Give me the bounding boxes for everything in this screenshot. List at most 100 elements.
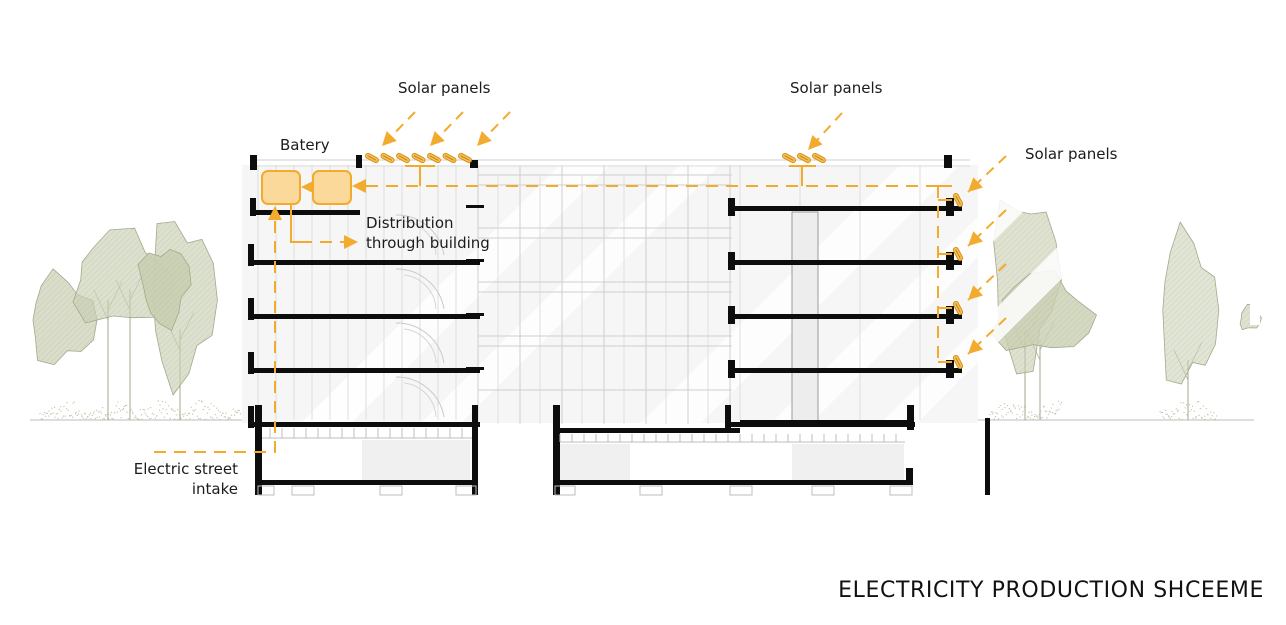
shrub-dot xyxy=(90,418,91,419)
basement-room xyxy=(560,444,630,480)
shrub-dot xyxy=(1010,410,1011,411)
shrub-dot xyxy=(153,419,154,420)
shrub-dot xyxy=(60,410,61,411)
shrub-dot xyxy=(159,404,160,405)
shrub-dot xyxy=(72,417,73,418)
shrub-dot xyxy=(176,414,177,415)
shrub-dot xyxy=(1204,415,1205,416)
shrub-dot xyxy=(204,406,205,407)
shrub-dot xyxy=(1164,418,1165,419)
shrub-dot xyxy=(177,409,178,410)
shrub-dot xyxy=(122,409,123,410)
shrub-dot xyxy=(200,418,201,419)
shrub-dot xyxy=(230,417,231,418)
shrub-dot xyxy=(144,409,145,410)
shrub-dot xyxy=(101,412,102,413)
shrub-dot xyxy=(224,416,225,417)
shrub-dot xyxy=(231,419,232,420)
shrub-dot xyxy=(239,410,240,411)
shrub-dot xyxy=(80,419,81,420)
shrub-dot xyxy=(113,418,114,419)
shrub-dot xyxy=(1182,419,1183,420)
shrub-dot xyxy=(201,401,202,402)
wall-roof-right xyxy=(944,155,952,168)
shrub-dot xyxy=(123,406,124,407)
shrub-dot xyxy=(1040,418,1041,419)
solar-panel-roof-left xyxy=(458,153,473,164)
column-right-inner xyxy=(728,198,735,216)
shrub-dot xyxy=(1054,413,1055,414)
shrub-dot xyxy=(171,409,172,410)
shrub-dot xyxy=(156,415,157,416)
shrub-dot xyxy=(1212,415,1213,416)
shrub-dot xyxy=(168,419,169,420)
shrub-dot xyxy=(81,414,82,415)
sun-ray-roof-left-2-arrowhead xyxy=(430,131,445,146)
shrub-dot xyxy=(1025,406,1026,407)
slab-basement-floor-left xyxy=(260,480,478,485)
tree-right-slim xyxy=(1163,222,1219,384)
shrub-dot xyxy=(1051,407,1052,408)
shrub-dot xyxy=(225,417,226,418)
shrub-dot xyxy=(207,407,208,408)
shrub-dot xyxy=(197,415,198,416)
shrub-dot xyxy=(1034,414,1035,415)
shrub-dot xyxy=(1198,401,1199,402)
shrub-dot xyxy=(147,416,148,417)
tree-canopy-hatch xyxy=(1163,222,1219,384)
shrub-dot xyxy=(63,406,64,407)
solar-panel-roof-left xyxy=(427,153,442,164)
shrub-dot xyxy=(1015,408,1016,409)
shrub-dot xyxy=(1000,405,1001,406)
footing xyxy=(890,486,912,495)
shrub-dot xyxy=(102,418,103,419)
shrub-dot xyxy=(50,413,51,414)
shrub-dot xyxy=(1188,411,1189,412)
shrub-dot xyxy=(1168,415,1169,416)
shrub-dot xyxy=(231,415,232,416)
column-right-inner xyxy=(728,252,735,270)
shrub-dot xyxy=(1183,412,1184,413)
shrub-dot xyxy=(198,418,199,419)
shrub-dot xyxy=(48,410,49,411)
shrub-dot xyxy=(992,411,993,412)
shrub-dot xyxy=(185,412,186,413)
footing xyxy=(380,486,402,495)
label-distribution-line2: through building xyxy=(366,233,490,253)
shrub-dot xyxy=(77,415,78,416)
shrub-dot xyxy=(198,400,199,401)
basement-wall-courtyard-right xyxy=(725,405,731,428)
shrub-dot xyxy=(65,415,66,416)
shrub-dot xyxy=(204,419,205,420)
shrub-dot xyxy=(140,409,141,410)
shrub-dot xyxy=(180,418,181,419)
shrub-dot xyxy=(215,414,216,415)
shrub-dot xyxy=(219,419,220,420)
shrub-dot xyxy=(1170,418,1171,419)
label-battery: Batery xyxy=(280,135,330,155)
slab-stub-courtyard xyxy=(466,367,484,370)
slab-basement-roof-right xyxy=(740,420,910,425)
slab-right-f4 xyxy=(730,260,962,265)
shrub-dot xyxy=(162,408,163,409)
shrub-dot xyxy=(1189,411,1190,412)
shrub-dot xyxy=(174,411,175,412)
shrub-dot xyxy=(210,403,211,404)
sun-ray-roof-left-1-arrowhead xyxy=(382,131,397,146)
sun-ray-roof-left-3-arrowhead xyxy=(477,131,492,146)
shrub-dot xyxy=(1162,412,1163,413)
shrub-left xyxy=(39,400,241,421)
shrub-dot xyxy=(105,415,106,416)
shrub-dot xyxy=(1048,414,1049,415)
shrub-dot xyxy=(183,414,184,415)
shrub-dot xyxy=(1161,412,1162,413)
label-solar-panels-roof-right: Solar panels xyxy=(790,78,882,98)
shrub-dot xyxy=(90,413,91,414)
shrub-dot xyxy=(147,408,148,409)
basement-wall-right-upper xyxy=(907,405,914,430)
shrub-dot xyxy=(110,414,111,415)
shrub-dot xyxy=(1185,407,1186,408)
shrub-dot xyxy=(149,418,150,419)
shrub-dot xyxy=(173,410,174,411)
